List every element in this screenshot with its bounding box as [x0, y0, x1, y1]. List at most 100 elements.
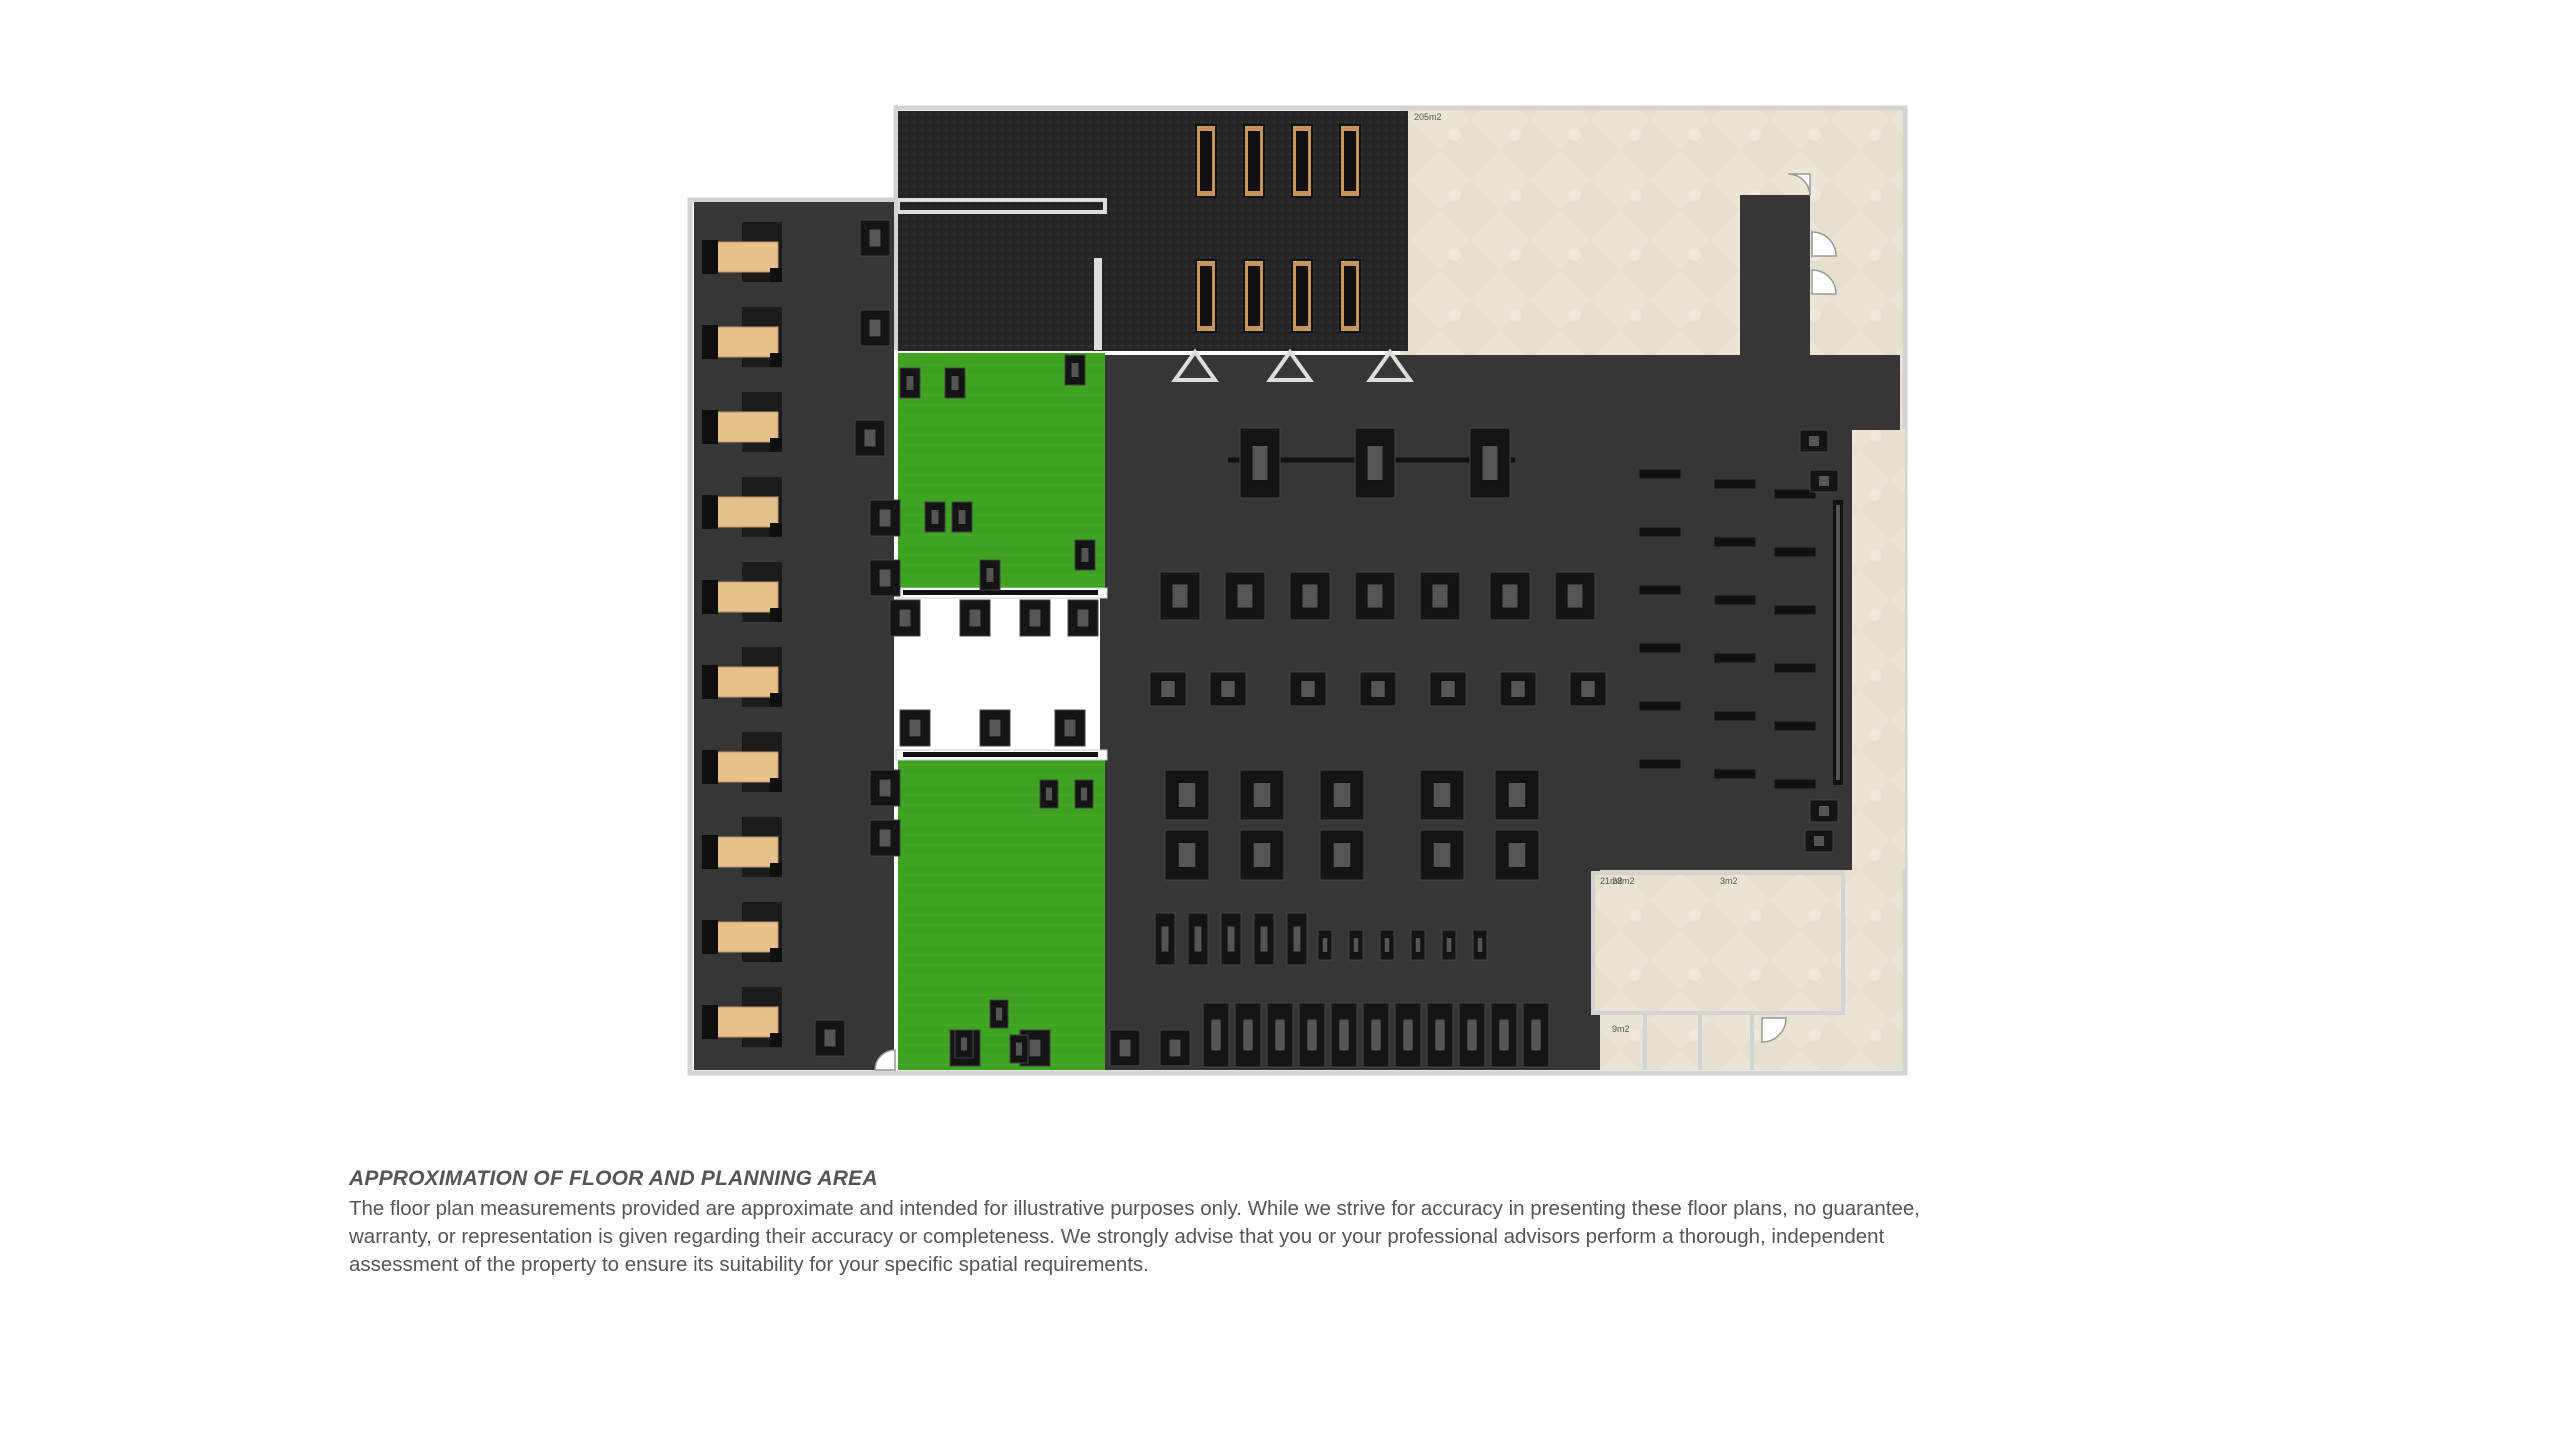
gym-machine [1799, 429, 1829, 453]
gym-machine [1239, 769, 1285, 821]
gym-machine [1458, 1002, 1486, 1068]
squat-rack [1291, 259, 1313, 333]
flat-bench [1639, 701, 1681, 711]
trestle [1266, 348, 1314, 382]
gym-machine [1426, 1002, 1454, 1068]
gym-machine [869, 559, 901, 597]
gym-machine [1429, 671, 1467, 707]
gym-machine [859, 309, 891, 347]
gym-machine [1234, 1002, 1262, 1068]
flat-bench [1714, 653, 1756, 663]
gym-machine [1298, 1002, 1326, 1068]
gym-machine [854, 419, 886, 457]
squat-rack [1339, 259, 1361, 333]
gym-machine [1074, 779, 1094, 809]
disclaimer-body: The floor plan measurements provided are… [349, 1197, 1920, 1276]
gym-machine [859, 219, 891, 257]
gym-machine [1054, 709, 1086, 747]
gym-machine [899, 709, 931, 747]
gym-machine [989, 999, 1009, 1029]
bench-unit [702, 987, 782, 1047]
squat-rack [1243, 259, 1265, 333]
bench-unit [702, 392, 782, 452]
gym-machine [1253, 912, 1275, 966]
squat-rack [1195, 124, 1217, 198]
bench-unit [702, 307, 782, 367]
trestle [1366, 348, 1414, 382]
gym-machine [1410, 929, 1426, 961]
disclaimer: APPROXIMATION OF FLOOR AND PLANNING AREA… [349, 1167, 1969, 1279]
gym-machine [814, 1019, 846, 1057]
flat-bench [1639, 527, 1681, 537]
gym-machine [1494, 829, 1540, 881]
gym-machine [1319, 829, 1365, 881]
room-area-label: 9m2 [1612, 1024, 1630, 1034]
gym-machine [1354, 571, 1396, 621]
gym-machine [1074, 539, 1096, 571]
rack-group [1195, 124, 1361, 333]
gym-machine [1419, 829, 1465, 881]
gym-machine [1159, 571, 1201, 621]
flat-bench [1774, 547, 1816, 557]
flat-bench [1714, 537, 1756, 547]
dumbbell-rack [1833, 500, 1843, 785]
gym-machine [1164, 829, 1210, 881]
gym-machine [1469, 427, 1511, 499]
gym-machine [1330, 1002, 1358, 1068]
bench-unit [702, 477, 782, 537]
gym-machine [1154, 912, 1176, 966]
bench-unit [702, 732, 782, 792]
gym-machine [1209, 671, 1247, 707]
free-weights-room [894, 108, 1408, 351]
disclaimer-title: APPROXIMATION OF FLOOR AND PLANNING AREA [349, 1167, 878, 1190]
gym-machine [1067, 599, 1099, 637]
gym-machine [959, 599, 991, 637]
squat-rack [1195, 259, 1217, 333]
flat-bench [1714, 479, 1756, 489]
gym-machine [979, 709, 1011, 747]
room-area-label: 205m2 [1414, 112, 1442, 122]
flat-bench [1774, 779, 1816, 789]
marble-strip [1852, 430, 1905, 870]
flat-bench [1774, 721, 1816, 731]
flat-bench [1774, 663, 1816, 673]
gym-machine [1494, 769, 1540, 821]
gym-machine [869, 819, 901, 857]
gym-machine [1266, 1002, 1294, 1068]
gym-machine [1354, 427, 1396, 499]
gym-machine [979, 559, 1001, 591]
gym-machine [1239, 427, 1281, 499]
flat-bench [1639, 759, 1681, 769]
gym-machine [954, 1029, 974, 1059]
gym-machine [899, 367, 921, 399]
gym-machine [1319, 769, 1365, 821]
gym-machine [1804, 829, 1834, 853]
gym-machine [1149, 671, 1187, 707]
gym-machine [1394, 1002, 1422, 1068]
gym-machine [1419, 769, 1465, 821]
room-area-label: 21m2 [1600, 876, 1623, 886]
gym-machine [889, 599, 921, 637]
gym-machine [1220, 912, 1242, 966]
gym-machine [951, 501, 973, 533]
gym-machine [1019, 599, 1051, 637]
flat-bench [1639, 643, 1681, 653]
gym-machine [1109, 1029, 1141, 1067]
gym-machine [869, 769, 901, 807]
gym-machine [1489, 571, 1531, 621]
gym-machine [869, 499, 901, 537]
room-area-label: 28m2 [1612, 876, 1635, 886]
flat-bench [1714, 711, 1756, 721]
gym-machine [1554, 571, 1596, 621]
gym-machine [1809, 799, 1839, 823]
gym-machine [1441, 929, 1457, 961]
gym-machine [1202, 1002, 1230, 1068]
gym-machine [1348, 929, 1364, 961]
gym-machine [1317, 929, 1333, 961]
gym-machine [1379, 929, 1395, 961]
flat-bench [1774, 605, 1816, 615]
flat-bench [1714, 595, 1756, 605]
gym-machine [924, 501, 946, 533]
gym-machine [1159, 1029, 1191, 1067]
